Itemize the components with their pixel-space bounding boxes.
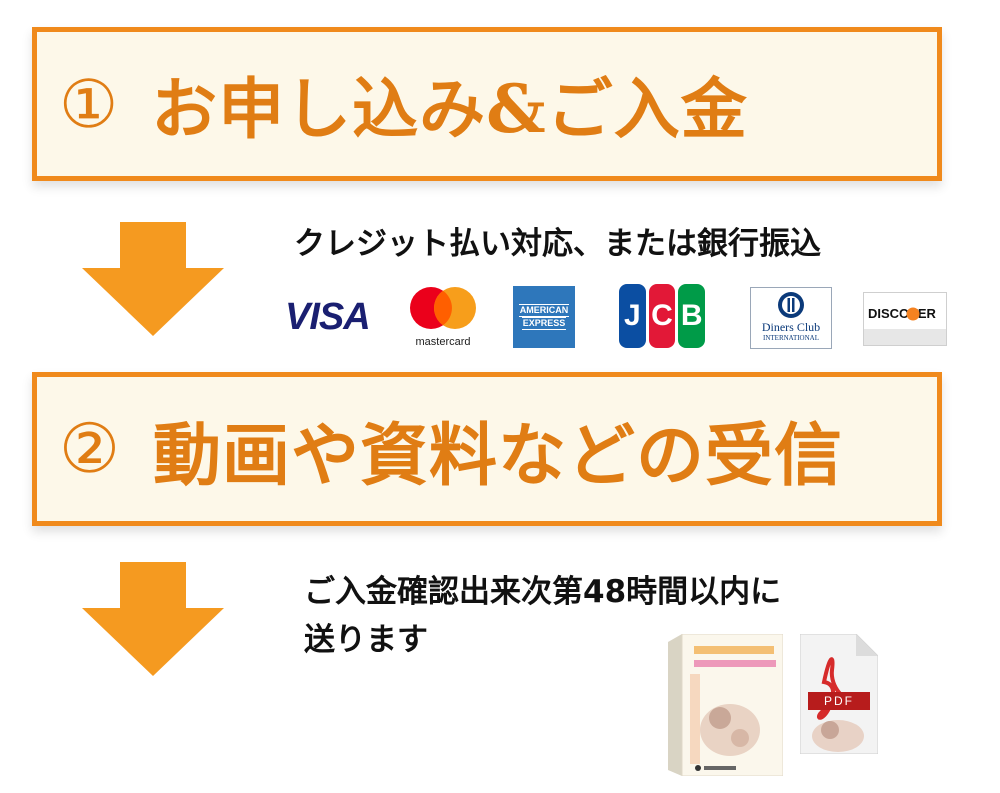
ebook-cover-image bbox=[668, 634, 783, 776]
step-2-number: ② bbox=[59, 409, 121, 489]
jcb-letter-j: J bbox=[619, 284, 646, 348]
amex-line-2: EXPRESS bbox=[521, 317, 567, 330]
discover-band bbox=[864, 329, 946, 345]
payment-note: クレジット払い対応、または銀行振込 bbox=[294, 226, 821, 262]
step-1-title-text: お申し込み&ご入金 bbox=[151, 70, 748, 148]
discover-logo-text: DISCOVER bbox=[868, 306, 936, 321]
step-2-title: ② 動画や資料などの受信 bbox=[59, 377, 843, 521]
delivery-note-line-2: 送ります bbox=[304, 622, 428, 658]
diners-name: Diners Club bbox=[761, 320, 821, 334]
jcb-logo: J C B bbox=[619, 284, 706, 348]
step-1-number: ① bbox=[59, 65, 120, 143]
mastercard-circles-icon bbox=[410, 287, 476, 329]
diners-emblem-icon bbox=[778, 292, 804, 318]
down-arrow-icon bbox=[82, 562, 224, 676]
delivery-note: ご入金確認出来次第48時間以内に 送ります bbox=[304, 568, 781, 664]
delivery-note-line-1: ご入金確認出来次第48時間以内に bbox=[304, 574, 782, 610]
mastercard-logo: mastercard bbox=[404, 286, 482, 348]
step-1-box: ① お申し込み&ご入金 bbox=[32, 27, 942, 181]
pdf-document-icon bbox=[800, 634, 878, 754]
discover-dot-icon bbox=[906, 307, 920, 321]
step-2-box: ② 動画や資料などの受信 bbox=[32, 372, 942, 526]
step-2-title-text: 動画や資料などの受信 bbox=[152, 415, 843, 496]
mastercard-logo-text: mastercard bbox=[415, 336, 471, 348]
diners-subtitle: INTERNATIONAL bbox=[763, 334, 819, 342]
amex-logo: AMERICAN EXPRESS bbox=[513, 286, 575, 348]
pdf-file-icon: PDF bbox=[800, 634, 878, 754]
jcb-letter-c: C bbox=[648, 284, 676, 348]
visa-logo-text: VISA bbox=[285, 296, 371, 338]
down-arrow-icon bbox=[82, 222, 224, 336]
visa-logo: VISA bbox=[285, 296, 385, 338]
amex-line-1: AMERICAN bbox=[518, 304, 570, 317]
jcb-letter-b: B bbox=[678, 284, 706, 348]
step-1-title: ① お申し込み&ご入金 bbox=[59, 32, 748, 176]
pdf-label: PDF bbox=[824, 694, 854, 708]
diners-club-logo: Diners Club INTERNATIONAL bbox=[750, 287, 832, 349]
discover-logo: DISCOVER bbox=[863, 292, 947, 346]
